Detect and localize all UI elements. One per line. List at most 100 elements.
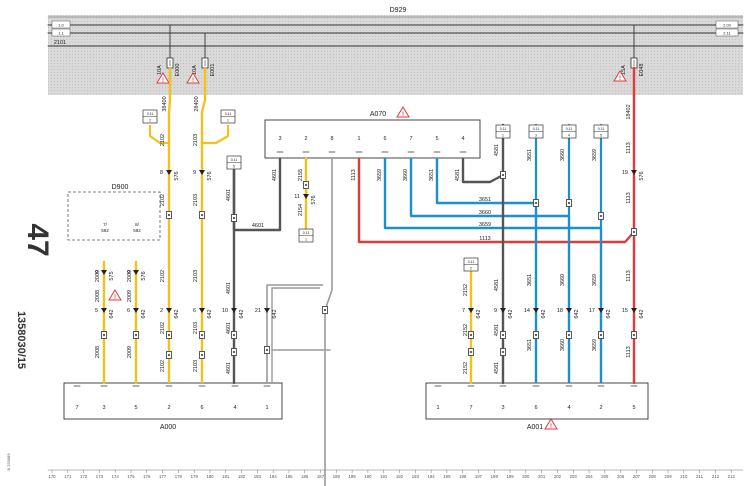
ruler-tick-170: 170	[48, 474, 56, 479]
page-number: 47	[21, 223, 54, 256]
connector-pin-12: 9	[494, 308, 497, 314]
a001-box	[425, 382, 649, 420]
splice-col-9-dot	[233, 334, 235, 336]
label-2103-e: 2103	[193, 360, 199, 372]
label-2152-a: 2152	[463, 284, 469, 296]
ruler-tick-198: 198	[491, 474, 499, 479]
tag-3660-top: 0.11	[566, 127, 573, 131]
label-4601-a: 4601	[226, 189, 232, 201]
wire-4581-a070	[461, 158, 504, 184]
warning-2008	[108, 289, 122, 301]
wire-2102-stub	[148, 125, 169, 145]
ruler-tick-179: 179	[191, 474, 199, 479]
ruler-tick-206: 206	[617, 474, 625, 479]
splice-col-2-dot	[103, 334, 105, 336]
a000-box	[63, 382, 283, 420]
wire-grey-a000-1	[266, 284, 323, 383]
tag-2102-stub-bottom: 2	[149, 119, 151, 123]
a000-pin-1: 1	[265, 405, 268, 411]
tag-2152-top: 0.11	[468, 260, 475, 264]
label-3651-a: 3651	[429, 169, 435, 181]
a000-pin-3: 3	[102, 405, 105, 411]
bus-left-tag-2-text: 1.1	[58, 31, 64, 36]
ruler-tick-192: 192	[396, 474, 404, 479]
ruler-tick-204: 204	[585, 474, 593, 479]
ruler-tick-212: 212	[712, 474, 720, 479]
label-4581-d: 4581	[494, 324, 500, 336]
wire-grey-a000-1b	[271, 287, 320, 383]
a001-pin-4: 4	[567, 405, 570, 411]
ruler-tick-173: 173	[96, 474, 104, 479]
warning-a070	[396, 106, 410, 118]
label-3659-h: 3659	[479, 222, 491, 228]
connector-code-0: 575	[109, 271, 115, 280]
connector-11	[468, 308, 474, 313]
warning-a001	[544, 418, 558, 430]
label-4601-d: 4601	[226, 362, 232, 374]
warning-e001-mark: !	[192, 78, 194, 84]
splice-grey-2-dot	[266, 349, 268, 351]
connector-code-10: 576	[311, 195, 317, 204]
connector-code-5: 576	[207, 171, 213, 180]
connector-pin-16: 15	[622, 308, 628, 314]
tag-2103-stub-top: 0.11	[225, 112, 232, 116]
label-2102-b: 2102	[160, 194, 166, 206]
bus-left-tag-2	[51, 28, 71, 37]
wire-3651	[435, 158, 538, 383]
fuse-amp-e000: 10A	[157, 65, 163, 75]
connector-pin-10: 11	[294, 194, 300, 200]
connector-pin-4: 8	[160, 170, 163, 176]
label-2009-c: 2009	[127, 290, 133, 302]
tag-4581-top: 0.11	[500, 127, 507, 131]
tag-3659-top: 0.11	[598, 127, 605, 131]
ruler-tick-200: 200	[522, 474, 530, 479]
ruler-tick-187: 187	[317, 474, 325, 479]
connector-pin-2: 5	[95, 308, 98, 314]
label-2152-b: 2152	[463, 324, 469, 336]
d900-pin-8-code: 592	[133, 228, 141, 233]
a070-pin-3: 3	[278, 136, 281, 142]
ruler-tick-176: 176	[143, 474, 151, 479]
ruler-tick-194: 194	[428, 474, 436, 479]
warning-e048	[613, 70, 627, 82]
ruler-tick-178: 178	[175, 474, 183, 479]
label-4601-b: 4601	[226, 282, 232, 294]
tag-2102-stub-top: 0.11	[147, 112, 154, 116]
wire-3660	[409, 158, 571, 383]
connector-14	[566, 308, 572, 313]
connector-7	[199, 308, 205, 313]
bus-left-tag-1-text: 1.0	[58, 23, 64, 28]
connector-17	[631, 170, 637, 175]
label-4581-b: 4581	[494, 144, 500, 156]
connector-pin-6: 2	[160, 308, 163, 314]
connector-pin-14: 18	[557, 308, 563, 314]
label-2103-d: 2103	[193, 322, 199, 334]
wire-grey-a070-8	[324, 158, 333, 486]
connector-pin-0: 9	[95, 270, 98, 276]
splice-col-3-dot	[135, 334, 137, 336]
wire-1113-loop	[357, 158, 635, 244]
label-3660-v7: 3660	[560, 339, 566, 351]
connector-pin-9: 21	[255, 308, 261, 314]
ruler-tick-184: 184	[270, 474, 278, 479]
ruler-tick-210: 210	[680, 474, 688, 479]
top-bus-band-texture	[48, 15, 743, 95]
connector-15	[598, 308, 604, 313]
fuse-amp-e048: 15A	[621, 65, 627, 75]
connector-pin-17: 19	[622, 170, 628, 176]
ruler-tick-177: 177	[159, 474, 167, 479]
label-3660-h: 3660	[479, 210, 491, 216]
fuse-code-e000: E000	[175, 64, 181, 77]
a070-box	[264, 119, 481, 159]
label-1113-b: 1113	[626, 192, 632, 203]
bus-right-tag-1-text: 2.00	[723, 23, 732, 28]
a070-pin-7: 7	[409, 136, 412, 142]
ruler-tick-195: 195	[443, 474, 451, 479]
connector-code-6: 642	[174, 309, 180, 318]
connector-code-15: 642	[606, 309, 612, 318]
ruler-tick-196: 196	[459, 474, 467, 479]
label-2009-b: 2009	[127, 270, 133, 282]
ruler-tick-180: 180	[206, 474, 214, 479]
connector-code-14: 642	[574, 309, 580, 318]
